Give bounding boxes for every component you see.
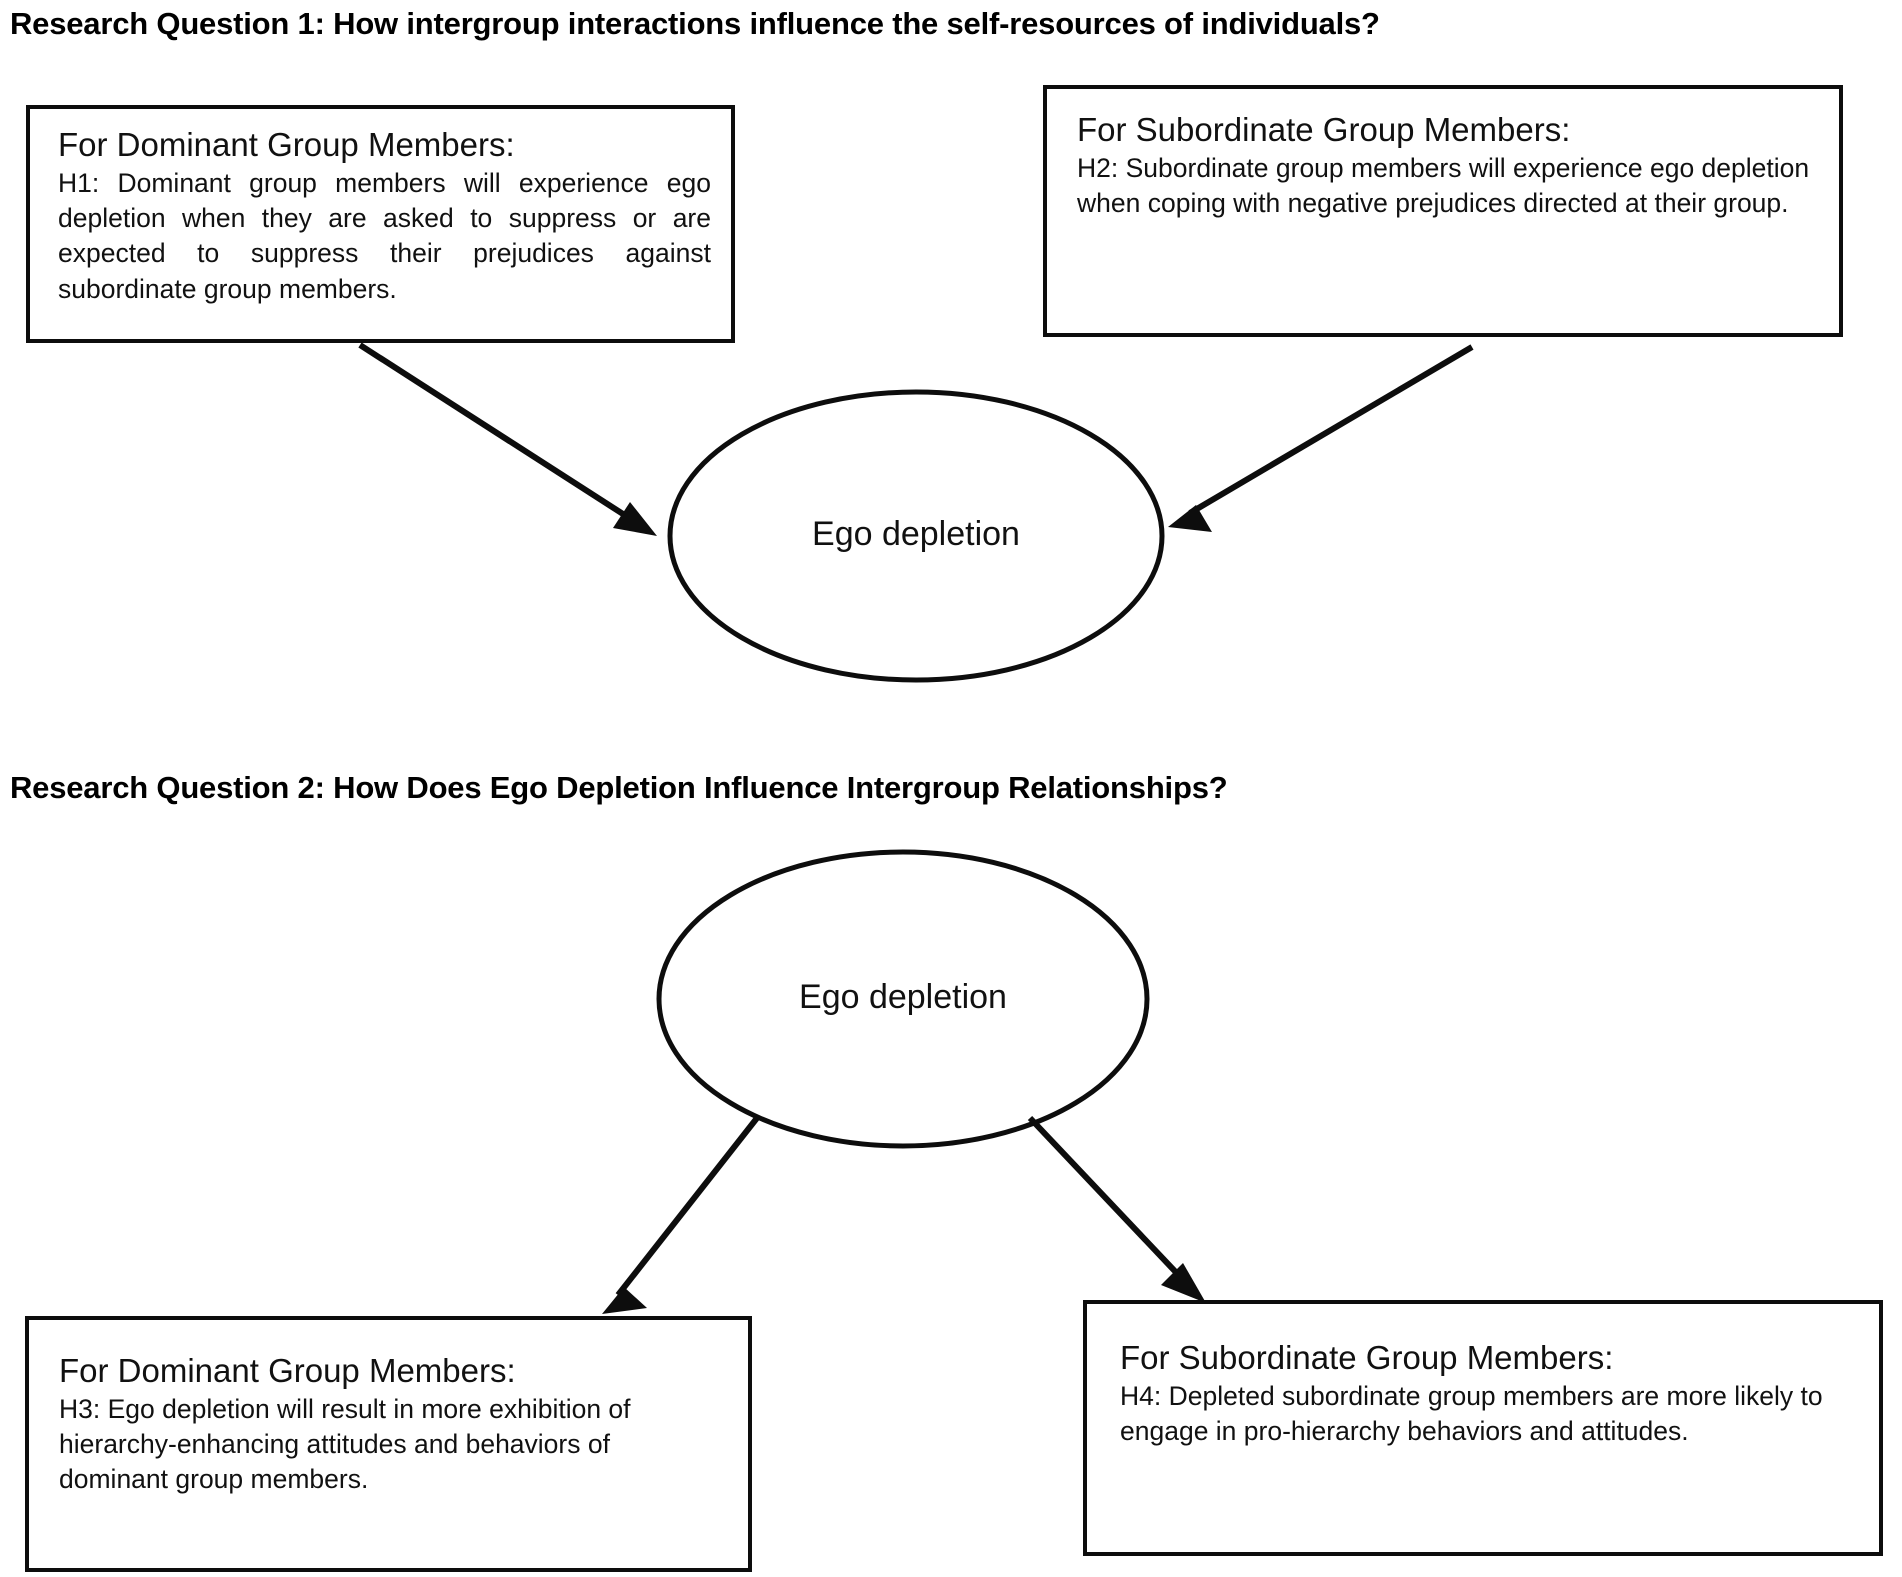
ellipse-shape-rq2 [656,849,1150,1149]
research-question-1-heading: Research Question 1: How intergroup inte… [10,6,1380,41]
hypothesis-box-h4-content: For Subordinate Group Members: H4: Deple… [1120,1339,1857,1449]
hypothesis-box-h4: For Subordinate Group Members: H4: Deple… [1083,1300,1883,1556]
ego-depletion-label-rq2: Ego depletion [799,978,1007,1016]
ellipse-shape-rq1 [667,389,1165,683]
ego-depletion-ellipse-rq2: Ego depletion [655,848,1151,1150]
hypothesis-box-h3-body: H3: Ego depletion will result in more ex… [59,1393,631,1495]
hypothesis-box-h4-body: H4: Depleted subordinate group members a… [1120,1380,1823,1447]
hypothesis-box-h2-title: For Subordinate Group Members: [1077,111,1571,148]
hypothesis-box-h2-content: For Subordinate Group Members: H2: Subor… [1077,111,1817,221]
hypothesis-box-h1-body: H1: Dominant group members will experien… [58,167,711,304]
hypothesis-box-h3-title: For Dominant Group Members: [59,1352,516,1389]
hypothesis-box-h2-body: H2: Subordinate group members will exper… [1077,152,1810,219]
arrow-h1-to-ego-depletion [358,342,657,536]
hypothesis-box-h1: For Dominant Group Members: H1: Dominant… [26,105,735,343]
arrow-h2-to-ego-depletion [1168,344,1474,532]
hypothesis-box-h1-title: For Dominant Group Members: [58,126,515,163]
hypothesis-box-h4-title: For Subordinate Group Members: [1120,1339,1614,1376]
research-question-2-heading: Research Question 2: How Does Ego Deplet… [10,770,1228,805]
hypothesis-box-h2: For Subordinate Group Members: H2: Subor… [1043,85,1843,337]
hypothesis-box-h1-content: For Dominant Group Members: H1: Dominant… [58,126,711,307]
hypothesis-box-h3-content: For Dominant Group Members: H3: Ego depl… [59,1352,726,1498]
ego-depletion-label-rq1: Ego depletion [812,515,1020,553]
ego-depletion-ellipse-rq1: Ego depletion [666,388,1166,684]
hypothesis-box-h3: For Dominant Group Members: H3: Ego depl… [25,1316,752,1572]
